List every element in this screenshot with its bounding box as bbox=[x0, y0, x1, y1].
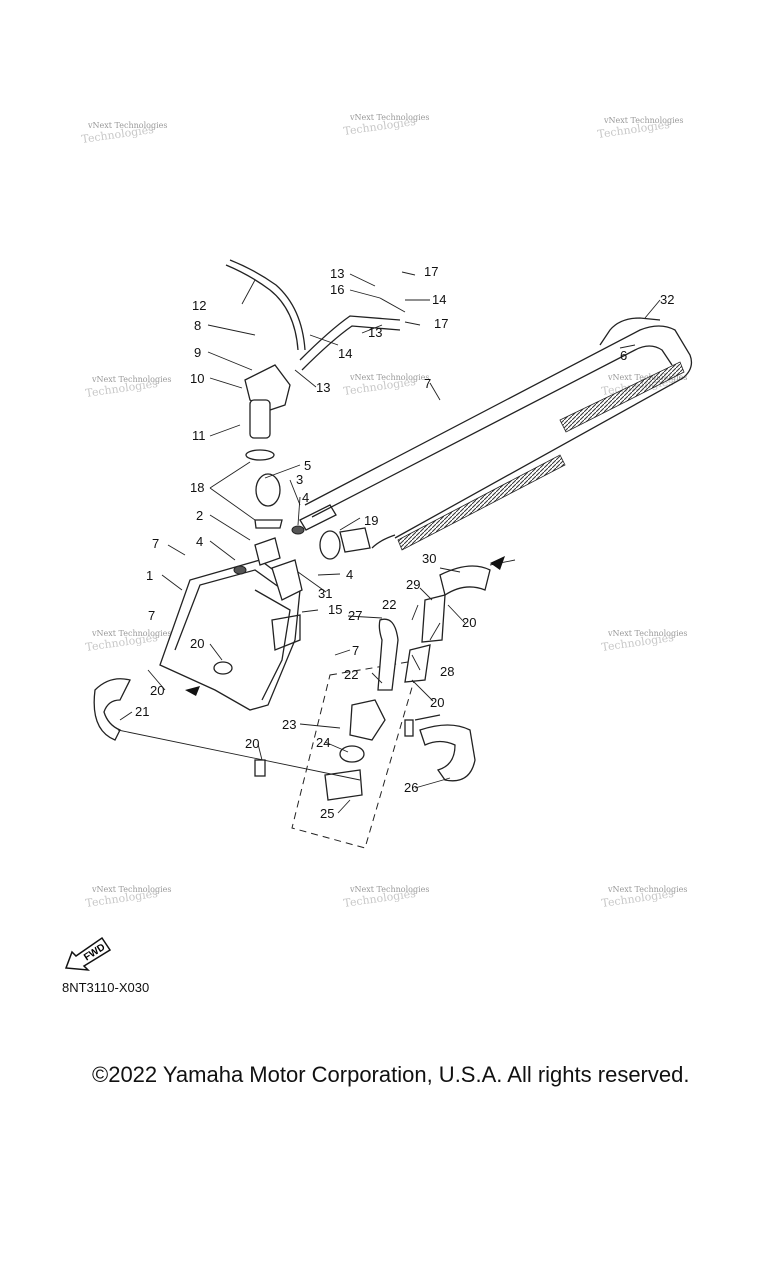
callout-27[interactable]: 27 bbox=[348, 608, 362, 623]
callout-16[interactable]: 16 bbox=[330, 282, 344, 297]
water-pump bbox=[225, 259, 401, 529]
watermark-text: vNext Technologies bbox=[603, 116, 683, 125]
callout-7[interactable]: 7 bbox=[352, 643, 359, 658]
callout-10[interactable]: 10 bbox=[190, 371, 204, 386]
callout-1[interactable]: 1 bbox=[146, 568, 153, 583]
callout-29[interactable]: 29 bbox=[406, 577, 420, 592]
callout-8[interactable]: 8 bbox=[194, 318, 201, 333]
callout-20[interactable]: 20 bbox=[430, 695, 444, 710]
callout-20[interactable]: 20 bbox=[462, 615, 476, 630]
callout-31[interactable]: 31 bbox=[318, 586, 332, 601]
radiator bbox=[159, 559, 301, 711]
mid-hoses bbox=[233, 525, 371, 601]
callout-14[interactable]: 14 bbox=[338, 346, 352, 361]
callout-18[interactable]: 18 bbox=[190, 480, 204, 495]
callout-13[interactable]: 13 bbox=[368, 325, 382, 340]
callout-25[interactable]: 25 bbox=[320, 806, 334, 821]
watermark-text: vNext Technologies bbox=[91, 375, 171, 384]
callout-15[interactable]: 15 bbox=[328, 602, 342, 617]
callout-4[interactable]: 4 bbox=[302, 490, 309, 505]
watermark-text: vNext Technologies bbox=[349, 113, 429, 122]
callout-20[interactable]: 20 bbox=[245, 736, 259, 751]
callout-24[interactable]: 24 bbox=[316, 735, 330, 750]
callout-7[interactable]: 7 bbox=[424, 376, 431, 391]
watermark-text: vNext Technologies bbox=[349, 885, 429, 894]
callout-20[interactable]: 20 bbox=[190, 636, 204, 651]
watermark-text: vNext Technologies bbox=[607, 629, 687, 638]
callout-13[interactable]: 13 bbox=[316, 380, 330, 395]
watermark-text: vNext Technologies bbox=[349, 373, 429, 382]
cooling-pipe-frame bbox=[299, 317, 693, 551]
callout-28[interactable]: 28 bbox=[440, 664, 454, 679]
callout-6[interactable]: 6 bbox=[620, 348, 627, 363]
callout-13[interactable]: 13 bbox=[330, 266, 344, 281]
watermark-text: vNext Technologies bbox=[91, 885, 171, 894]
callout-3[interactable]: 3 bbox=[296, 472, 303, 487]
callout-4[interactable]: 4 bbox=[196, 534, 203, 549]
callout-11[interactable]: 11 bbox=[192, 428, 206, 443]
callout-4[interactable]: 4 bbox=[346, 567, 353, 582]
watermark-text: vNext Technologies bbox=[87, 121, 167, 130]
callout-9[interactable]: 9 bbox=[194, 345, 201, 360]
thermostat-assembly bbox=[93, 565, 491, 849]
watermark-text: vNext Technologies bbox=[607, 885, 687, 894]
callout-17[interactable]: 17 bbox=[434, 316, 448, 331]
callout-17[interactable]: 17 bbox=[424, 264, 438, 279]
callout-26[interactable]: 26 bbox=[404, 780, 418, 795]
direction-arrows bbox=[185, 556, 505, 696]
watermark-text: vNext Technologies bbox=[91, 629, 171, 638]
callout-21[interactable]: 21 bbox=[135, 704, 149, 719]
fwd-arrow-icon: FWD bbox=[62, 932, 116, 976]
callout-30[interactable]: 30 bbox=[422, 551, 436, 566]
callout-23[interactable]: 23 bbox=[282, 717, 296, 732]
callout-14[interactable]: 14 bbox=[432, 292, 446, 307]
callout-5[interactable]: 5 bbox=[304, 458, 311, 473]
copyright-notice: ©2022 Yamaha Motor Corporation, U.S.A. A… bbox=[92, 1062, 690, 1087]
callout-2[interactable]: 2 bbox=[196, 508, 203, 523]
part-code: 8NT3110-X030 bbox=[62, 980, 150, 995]
callout-22[interactable]: 22 bbox=[382, 597, 396, 612]
callout-19[interactable]: 19 bbox=[364, 513, 378, 528]
callout-22[interactable]: 22 bbox=[344, 667, 358, 682]
callout-32[interactable]: 32 bbox=[660, 292, 674, 307]
callout-12[interactable]: 12 bbox=[192, 298, 206, 313]
callout-7[interactable]: 7 bbox=[148, 608, 155, 623]
callout-7[interactable]: 7 bbox=[152, 536, 159, 551]
callout-labels: 1 2 3 4 4 4 5 6 7 7 7 7 8 9 10 11 12 13 … bbox=[135, 264, 674, 821]
callout-20[interactable]: 20 bbox=[150, 683, 164, 698]
